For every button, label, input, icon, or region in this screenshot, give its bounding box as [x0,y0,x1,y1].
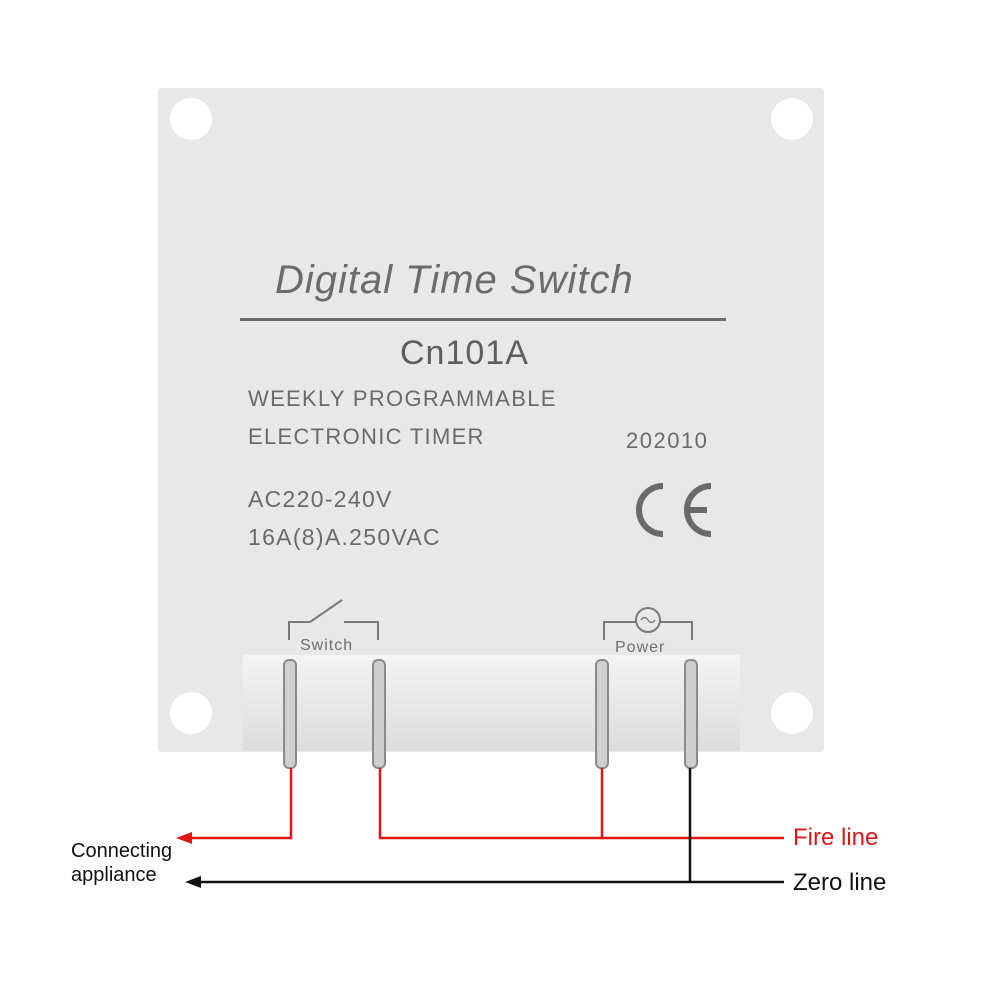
fire-wire [176,768,784,844]
mount-hole-bottom-right [771,692,813,734]
appliance-label-line-1: Connecting [71,840,173,862]
description-line-1: WEEKLY PROGRAMMABLE [248,386,557,411]
zero-line-label: Zero line [793,869,887,896]
voltage-spec: AC220-240V [248,486,393,512]
description-line-2: ELECTRONIC TIMER [248,424,485,449]
current-rating-spec: 16A(8)A.250VAC [248,524,441,550]
timer-faceplate [158,88,824,752]
appliance-label-line-2: appliance [71,864,157,886]
terminal-slot [243,655,740,751]
production-code: 202010 [626,428,709,453]
fire-line-label: Fire line [793,824,879,851]
mount-hole-top-left [170,98,212,140]
power-terminal-label: Power [615,639,666,656]
zero-wire [185,768,784,888]
mount-hole-bottom-left [170,692,212,734]
terminal-pins [283,659,698,769]
switch-terminal-label: Switch [300,637,354,654]
mount-hole-top-right [771,98,813,140]
switch-symbol-icon [288,599,379,640]
title-divider [240,318,726,321]
power-symbol-icon [603,607,693,640]
device-title: Digital Time Switch [275,258,634,302]
model-number: Cn101A [400,334,529,372]
ce-mark-icon [636,483,712,537]
